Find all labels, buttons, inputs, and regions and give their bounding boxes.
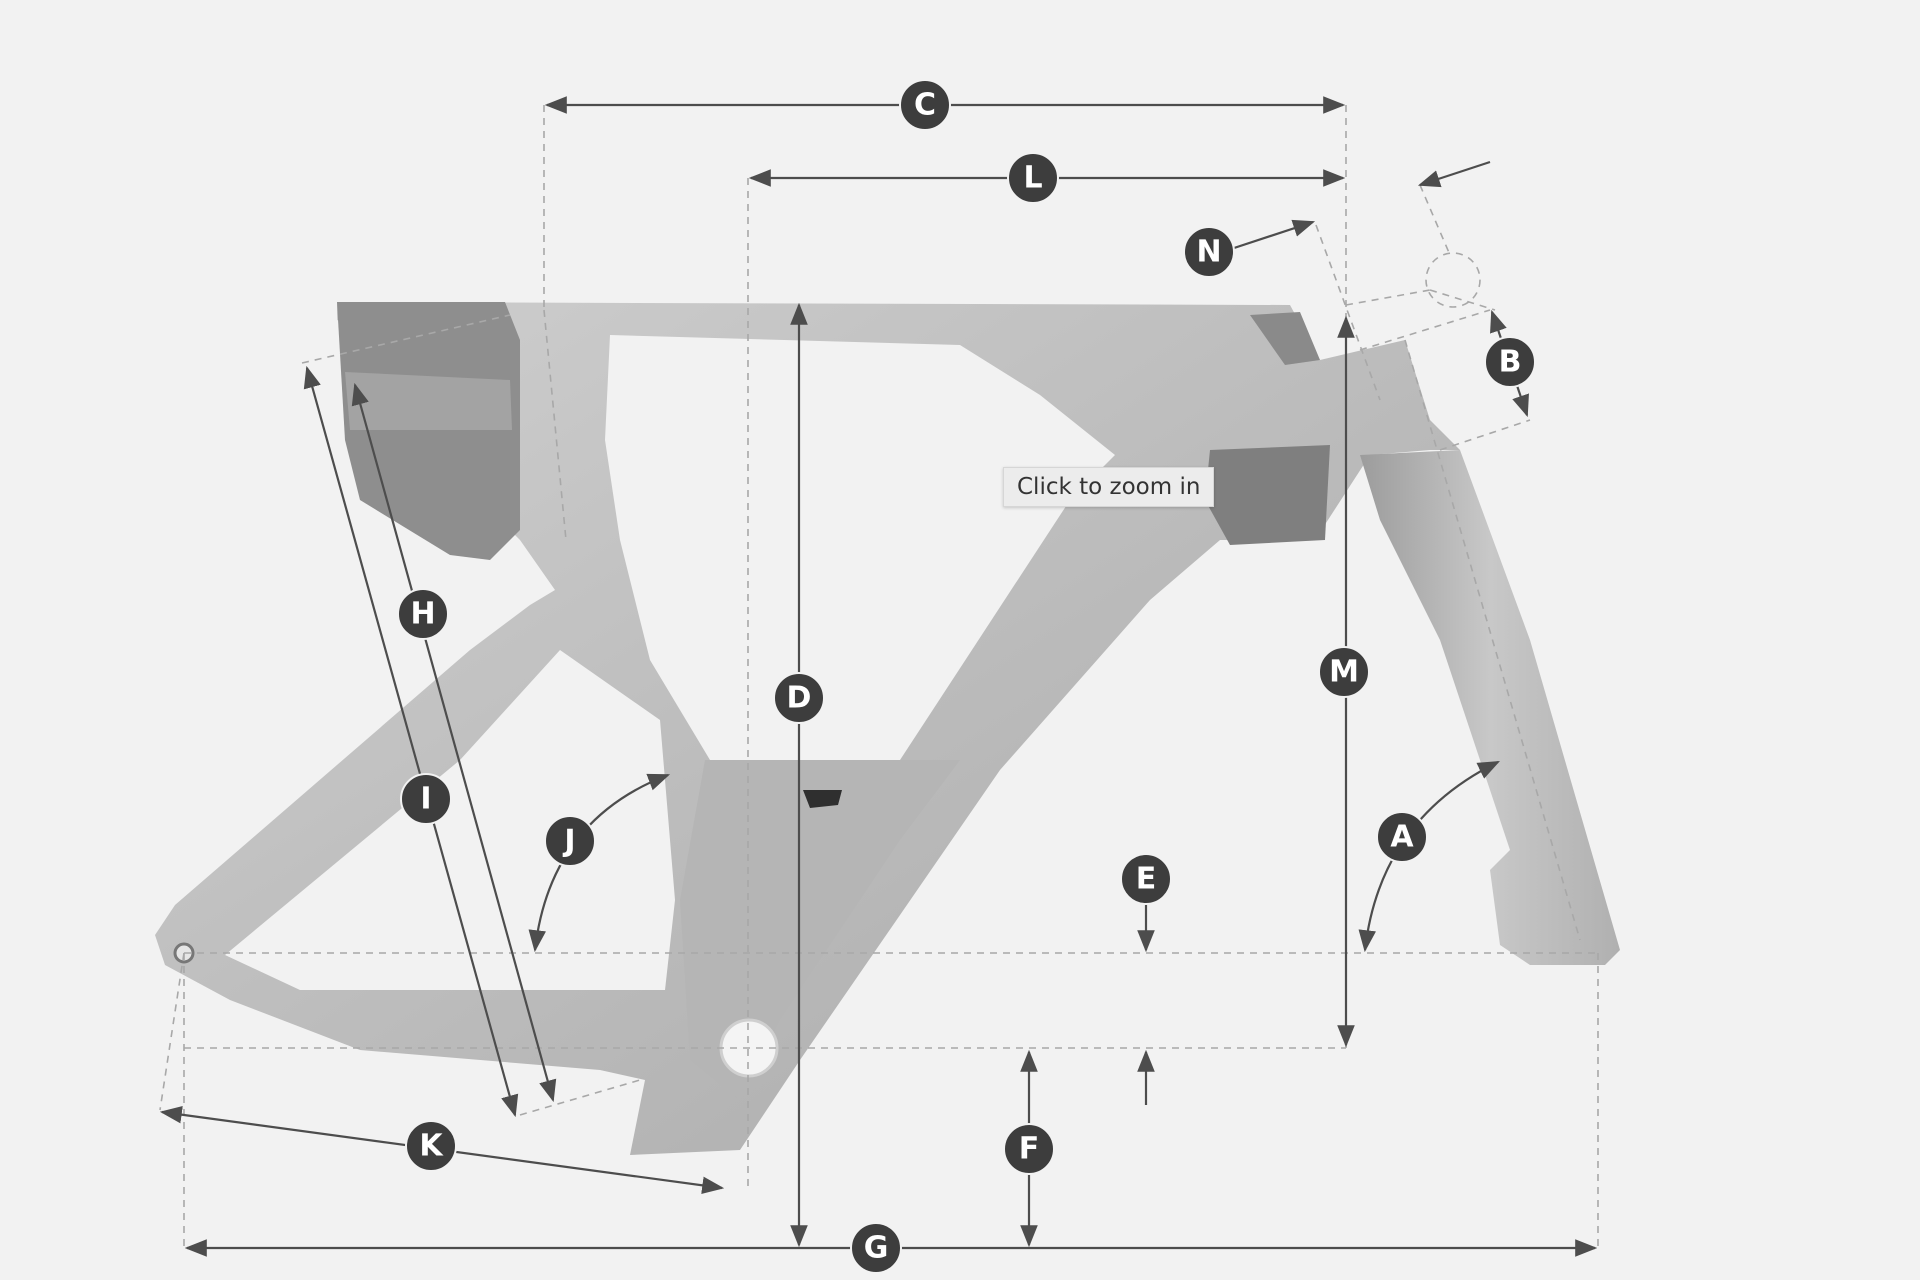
fork	[1360, 450, 1620, 965]
frame-main-body	[155, 302, 1460, 1155]
dimension-lines	[159, 96, 1598, 1257]
dimension-i-line	[303, 365, 519, 1118]
badge-h-label: H	[410, 597, 435, 632]
badge-b[interactable]: B	[1484, 336, 1536, 388]
badge-a-label: A	[1390, 820, 1414, 855]
badge-e[interactable]: E	[1120, 853, 1172, 905]
badge-h[interactable]: H	[397, 588, 449, 640]
badge-d[interactable]: D	[773, 672, 825, 724]
cable-port	[803, 790, 842, 808]
badge-k-label: K	[419, 1129, 444, 1164]
badge-e-label: E	[1136, 862, 1157, 897]
badge-j-label: J	[562, 824, 575, 859]
zoom-tooltip: Click to zoom in	[1003, 467, 1215, 507]
badge-b-label: B	[1499, 345, 1522, 380]
badge-n[interactable]: N	[1183, 226, 1235, 278]
badge-k[interactable]: K	[405, 1120, 457, 1172]
badge-g[interactable]: G	[850, 1222, 902, 1274]
badge-m-label: M	[1329, 655, 1359, 690]
badge-n-label: N	[1196, 235, 1221, 270]
badge-i-label: I	[420, 782, 431, 817]
badge-c[interactable]: C	[899, 79, 951, 131]
guide-lines	[159, 105, 1599, 1250]
dimension-badges: C L N B H D M	[397, 79, 1536, 1274]
frame-head-tube-shadow	[1205, 445, 1330, 545]
frame-top-cap	[1250, 312, 1320, 365]
badge-i[interactable]: I	[400, 773, 452, 825]
frame-storage-box-highlight	[345, 372, 512, 430]
badge-m[interactable]: M	[1318, 646, 1370, 698]
badge-l-label: L	[1023, 161, 1042, 196]
badge-g-label: G	[864, 1231, 889, 1266]
dimension-n-arrow-right	[1417, 160, 1491, 188]
dimension-n-arrow	[1227, 219, 1316, 252]
badge-d-label: D	[787, 681, 812, 716]
frame-down-block	[680, 760, 960, 1100]
badge-c-label: C	[914, 88, 936, 123]
badge-l[interactable]: L	[1007, 152, 1059, 204]
badge-f-label: F	[1019, 1132, 1040, 1167]
badge-a[interactable]: A	[1376, 811, 1428, 863]
badge-f[interactable]: F	[1003, 1123, 1055, 1175]
dimension-j-arc	[528, 773, 671, 953]
bike-frame	[155, 302, 1620, 1155]
frame-storage-box	[337, 302, 520, 560]
badge-j[interactable]: J	[544, 815, 596, 867]
